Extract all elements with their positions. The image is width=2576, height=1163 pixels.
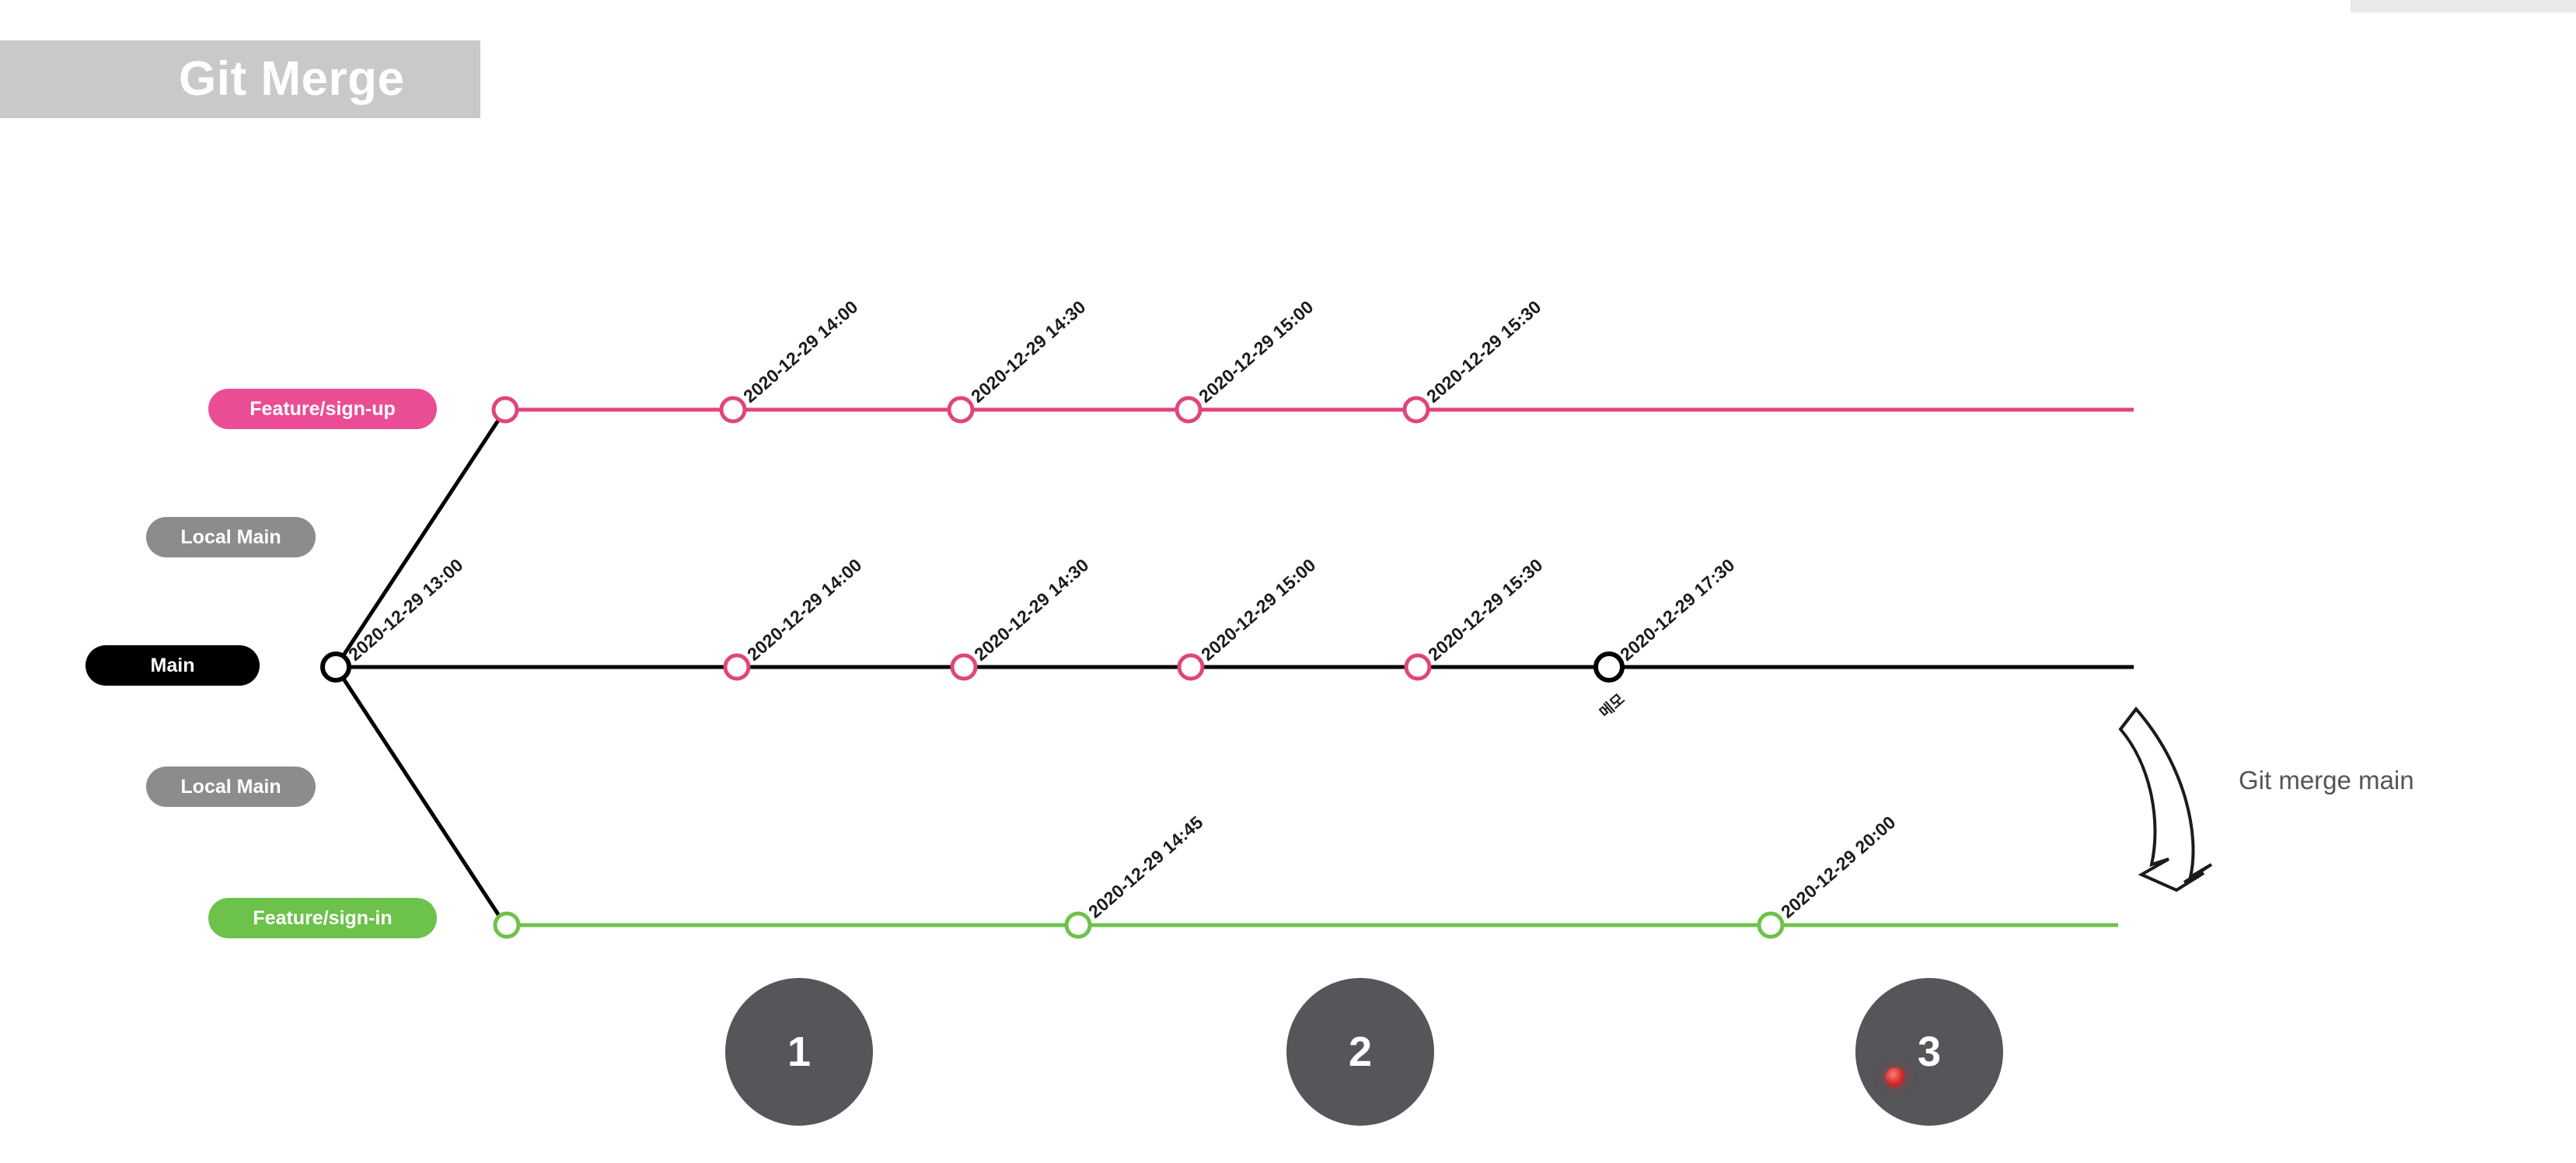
commit-node-signin-2 — [1757, 911, 1785, 939]
commit-node-signin-0 — [493, 911, 521, 939]
commit-node-main-0 — [320, 651, 351, 683]
branch-label-local-main-top[interactable]: Local Main — [146, 517, 316, 557]
step-number: 2 — [1348, 1029, 1373, 1075]
branch-label-text: Local Main — [180, 526, 281, 548]
branch-label-text: Local Main — [180, 775, 281, 798]
step-circle-2[interactable]: 2 — [1286, 978, 1434, 1126]
commit-node-main-1 — [723, 653, 751, 681]
commit-node-signup-4 — [1402, 396, 1430, 424]
browser-chrome-sliver — [2351, 0, 2576, 12]
commit-node-signup-0 — [491, 396, 519, 424]
fork-edge-to-signin — [333, 665, 508, 927]
commit-node-main-2 — [950, 653, 978, 681]
step-circle-1[interactable]: 1 — [725, 978, 873, 1126]
commit-node-main-3 — [1177, 653, 1205, 681]
title-banner — [0, 40, 480, 118]
branch-label-local-main-bottom[interactable]: Local Main — [146, 767, 316, 807]
commit-node-signup-3 — [1175, 396, 1202, 424]
page-title: Git Merge — [179, 52, 405, 106]
step-number: 3 — [1917, 1029, 1942, 1075]
commit-node-main-4 — [1404, 653, 1432, 681]
commit-node-signup-2 — [947, 396, 975, 424]
branch-label-text: Feature/sign-in — [253, 906, 393, 929]
commit-node-main-5 — [1593, 651, 1625, 683]
merge-annotation-label: Git merge main — [2239, 766, 2414, 795]
commit-node-signup-1 — [719, 396, 747, 424]
fork-edge-to-signup — [333, 408, 508, 669]
curved-down-arrow-icon — [2118, 706, 2213, 892]
branch-label-main[interactable]: Main — [86, 645, 260, 686]
branch-label-text: Feature/sign-up — [250, 397, 396, 420]
step-number: 1 — [787, 1029, 812, 1075]
branch-label-feature-sign-in[interactable]: Feature/sign-in — [208, 898, 437, 938]
step-circle-3[interactable]: 3 — [1855, 978, 2003, 1126]
branch-label-feature-sign-up[interactable]: Feature/sign-up — [208, 389, 437, 429]
cursor-click-indicator-icon — [1885, 1067, 1905, 1088]
commit-node-signin-1 — [1064, 911, 1092, 939]
branch-label-text: Main — [150, 654, 195, 676]
